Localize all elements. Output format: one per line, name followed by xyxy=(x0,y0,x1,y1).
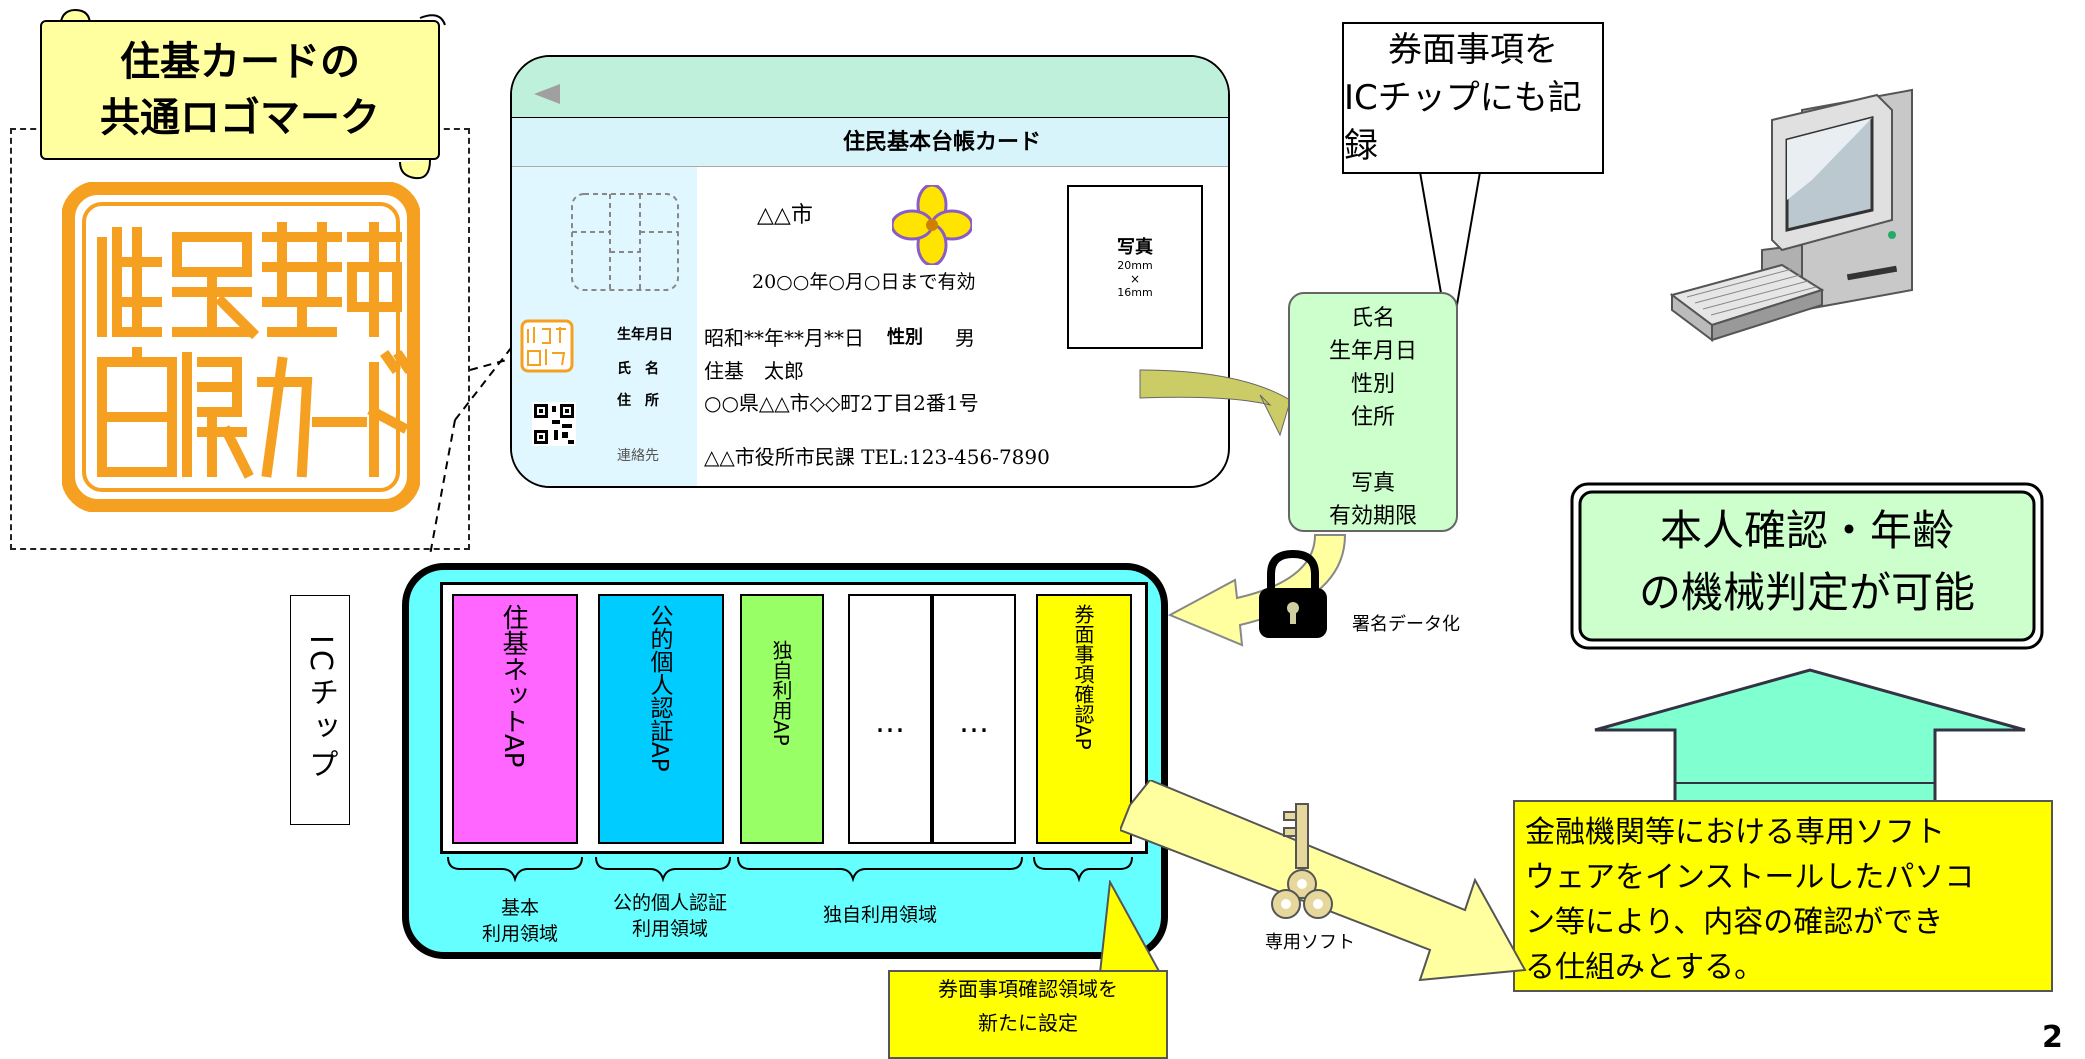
region-basic-line2: 利用領域 xyxy=(481,923,558,945)
logo-banner-line2: 共通ロゴマーク xyxy=(100,95,380,141)
photo-size-x: × xyxy=(1129,272,1141,286)
bank-note-line: ウェアをインストールしたパソコ xyxy=(1525,860,1975,895)
address-value: ○○県△△市◇◇町2丁目2番1号 xyxy=(704,391,979,415)
birth-label: 生年月日 xyxy=(617,327,673,343)
result-line2: の機械判定が可能 xyxy=(1638,568,1975,617)
slot-face-info-label: 券面事項確認AP xyxy=(1071,604,1095,750)
region-own: 独自利用領域 xyxy=(822,904,937,926)
contact-label: 連絡先 xyxy=(617,448,659,464)
region-jpki: 公的個人認証 利用領域 xyxy=(595,890,745,942)
card-validity: 20○○年○月○日まで有効 xyxy=(752,271,976,293)
result-line1: 本人確認・年齢 xyxy=(1659,506,1954,555)
card-items-box: 氏名 生年月日 性別 住所 写真 有効期限 xyxy=(1288,292,1458,532)
resident-card: 住民基本台帳カード △△市 20○○年○月○日まで有効 写真 20mm × 16… xyxy=(510,55,1230,488)
logo-banner: 住基カードの 共通ロゴマーク xyxy=(40,20,440,160)
card-title: 住民基本台帳カード xyxy=(842,129,1041,155)
software-label: 専用ソフト xyxy=(1265,932,1355,953)
card-item: 住所 xyxy=(1350,405,1395,430)
sex-label: 性別 xyxy=(887,327,923,348)
photo-title: 写真 xyxy=(1117,237,1153,258)
contact-value: △△市役所市民課 TEL:123-456-7890 xyxy=(704,445,1050,469)
ic-contact-icon xyxy=(571,193,679,291)
logo-banner-line1: 住基カードの xyxy=(120,39,360,85)
card-item: 氏名 xyxy=(1350,306,1395,331)
resident-card-logo xyxy=(62,182,420,512)
new-area-line1: 券面事項確認領域を xyxy=(938,977,1118,1001)
chip-record-callout: 券面事項を ICチップにも記録 xyxy=(1342,22,1604,174)
bank-note-line: る仕組みとする。 xyxy=(1525,950,1765,985)
slot-juki-net-label: 住基ネットAP xyxy=(498,604,528,768)
photo-size2: 16mm xyxy=(1117,286,1153,299)
card-top-strip xyxy=(512,57,1228,117)
region-basic-line1: 基本 xyxy=(500,897,539,919)
slot-jpki-label: 公的個人認証AP xyxy=(646,604,672,772)
ic-chip-label: ICチップ xyxy=(290,595,350,825)
padlock-icon xyxy=(1259,550,1327,638)
flower-icon xyxy=(892,185,972,265)
card-title-band xyxy=(512,117,1228,167)
slot-blank-2 xyxy=(932,594,1016,844)
callout-line1: 券面事項を xyxy=(1388,30,1558,70)
slot-own-use xyxy=(740,594,824,844)
birth-value: 昭和**年**月**日 xyxy=(704,326,864,350)
key-icon xyxy=(1271,803,1333,919)
sex-value: 男 xyxy=(955,326,975,350)
card-item xyxy=(1290,434,1456,467)
result-box-frame xyxy=(1570,482,2044,650)
card-item: 性別 xyxy=(1350,372,1395,397)
slot-blank-1 xyxy=(848,594,932,844)
region-jpki-line1: 公的個人認証 xyxy=(612,892,727,914)
slot-blank-2-label: … xyxy=(959,705,989,740)
new-area-line2: 新たに設定 xyxy=(978,1011,1078,1035)
card-city: △△市 xyxy=(757,203,813,228)
address-label: 住 所 xyxy=(617,393,659,409)
card-item: 生年月日 xyxy=(1328,339,1417,364)
name-value: 住基 太郎 xyxy=(704,359,804,383)
page-number: 2 xyxy=(2042,1020,2063,1055)
callout-line2: ICチップにも記録 xyxy=(1344,78,1582,166)
photo-size1: 20mm xyxy=(1117,259,1153,272)
small-logo-icon xyxy=(520,319,574,373)
photo-box: 写真 20mm × 16mm xyxy=(1067,185,1203,349)
bank-note-line: ン等により、内容の確認ができ xyxy=(1525,905,1944,940)
region-basic: 基本 利用領域 xyxy=(455,895,585,947)
card-item: 有効期限 xyxy=(1328,504,1417,529)
slot-blank-1-label: … xyxy=(875,705,905,740)
new-area-note: 券面事項確認領域を 新たに設定 xyxy=(888,970,1168,1059)
up-arrow xyxy=(1594,668,2026,805)
signature-label: 署名データ化 xyxy=(1352,614,1460,635)
slot-jpki xyxy=(598,594,724,844)
bank-note-line: 金融機関等における専用ソフト xyxy=(1525,815,1945,850)
region-braces xyxy=(447,856,1133,883)
region-jpki-line2: 利用領域 xyxy=(631,918,708,940)
triangle-icon xyxy=(534,84,560,104)
name-label: 氏 名 xyxy=(617,361,659,377)
software-arrow xyxy=(1120,780,1527,982)
slot-face-info xyxy=(1036,594,1132,844)
bank-note: 金融機関等における専用ソフト ウェアをインストールしたパソコ ン等により、内容の… xyxy=(1513,800,2053,992)
slot-juki-net xyxy=(452,594,578,844)
result-text: 本人確認・年齢 の機械判定が可能 xyxy=(1570,500,2044,624)
card-item: 写真 xyxy=(1350,471,1395,496)
computer-icon xyxy=(1669,88,1913,342)
qr-code-icon xyxy=(532,402,576,446)
slot-own-use-label: 独自利用AP xyxy=(769,640,793,746)
